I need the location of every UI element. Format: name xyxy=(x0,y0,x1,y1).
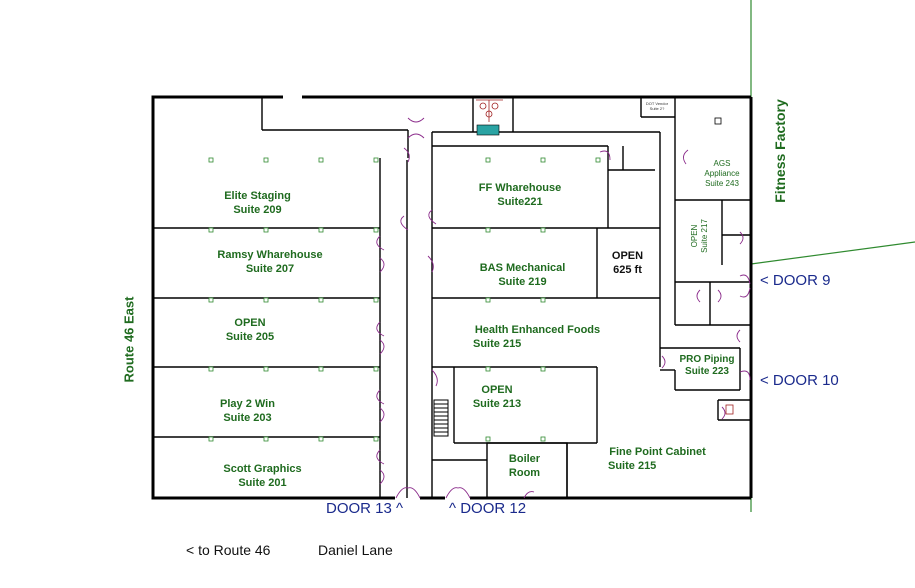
ceiling-marker xyxy=(263,436,269,442)
ceiling-marker xyxy=(263,366,269,372)
suite-label-dot-vendor: DOT Vendor Suite 2? xyxy=(640,101,674,111)
suite-number: Room xyxy=(508,467,541,479)
tenant-name: FF Wharehouse xyxy=(478,182,562,194)
ceiling-marker xyxy=(208,157,214,163)
ceiling-marker xyxy=(318,366,324,372)
tenant-name: PRO Piping xyxy=(679,354,735,365)
suite-number: 625 ft xyxy=(613,264,642,276)
ceiling-marker xyxy=(263,227,269,233)
suite-number: Suite 219 xyxy=(498,276,547,288)
suite-number: Suite 209 xyxy=(233,204,282,216)
tenant-name: BAS Mechanical xyxy=(479,262,566,274)
ceiling-marker xyxy=(485,436,491,442)
door-9-label: < DOOR 9 xyxy=(760,272,831,289)
suite-label-open-205: OPEN Suite 205 xyxy=(210,316,290,344)
ceiling-marker xyxy=(318,436,324,442)
ceiling-marker xyxy=(208,366,214,372)
door-10-label: < DOOR 10 xyxy=(760,372,839,389)
suite-number: Suite 215 xyxy=(473,338,522,350)
suite-label-pro-piping: PRO Piping Suite 223 xyxy=(672,354,742,378)
ceiling-marker xyxy=(318,157,324,163)
interior-walls xyxy=(153,97,751,499)
ceiling-marker xyxy=(318,297,324,303)
suite-label-ags-appliance: AGS Appliance Suite 243 xyxy=(694,159,750,189)
tenant-name: OPEN xyxy=(481,384,513,396)
ceiling-marker xyxy=(373,297,379,303)
ceiling-marker xyxy=(208,297,214,303)
door-13-label: DOOR 13 ^ xyxy=(326,500,404,517)
suite-label-elite-staging: Elite Staging Suite 209 xyxy=(210,189,305,217)
tenant-name: Health Enhanced Foods xyxy=(474,324,601,336)
restroom-fixtures xyxy=(476,99,734,415)
street-name-daniel-lane: Daniel Lane xyxy=(318,542,393,558)
ceiling-marker xyxy=(485,297,491,303)
tenant-name: OPEN xyxy=(690,224,699,248)
ceiling-markers xyxy=(208,157,601,442)
street-label-fitness-factory: Fitness Factory xyxy=(772,99,788,203)
ceiling-marker xyxy=(595,157,601,163)
property-line xyxy=(750,0,915,512)
suite-label-ff-wharehouse: FF Wharehouse Suite221 xyxy=(465,181,575,209)
ceiling-marker xyxy=(318,227,324,233)
tenant-name: Play 2 Win xyxy=(220,398,275,410)
tenant-name: AGS xyxy=(713,159,731,168)
suite-number: Suite 2? xyxy=(649,106,665,111)
ceiling-marker xyxy=(540,436,546,442)
ceiling-marker xyxy=(485,227,491,233)
suite-label-open-625: OPEN 625 ft xyxy=(600,249,655,277)
tenant-name: Elite Staging xyxy=(224,190,291,202)
tenant-name: Ramsy Wharehouse xyxy=(217,249,323,261)
suite-label-scott-graphics: Scott Graphics Suite 201 xyxy=(210,462,315,490)
suite-label-ramsy-wharehouse: Ramsy Wharehouse Suite 207 xyxy=(205,248,335,276)
ceiling-marker xyxy=(208,227,214,233)
stairs xyxy=(433,399,449,437)
tenant-name-2: Appliance xyxy=(704,169,740,178)
suite-number: Suite 223 xyxy=(685,366,729,377)
ceiling-marker xyxy=(485,366,491,372)
suite-number: Suite 207 xyxy=(245,263,295,275)
ceiling-marker xyxy=(208,436,214,442)
suite-label-play-2-win: Play 2 Win Suite 203 xyxy=(205,397,290,425)
door-swings xyxy=(376,117,751,499)
tenant-name: OPEN xyxy=(234,317,266,329)
suite-number: Suite 215 xyxy=(608,460,657,472)
ceiling-marker xyxy=(373,366,379,372)
suite-label-health-enhanced-foods: Health Enhanced Foods Suite 215 xyxy=(465,323,610,351)
suite-label-bas-mechanical: BAS Mechanical Suite 219 xyxy=(470,261,575,289)
ceiling-marker xyxy=(263,157,269,163)
ceiling-marker xyxy=(373,157,379,163)
suite-label-open-217: OPEN Suite 217 xyxy=(690,214,710,258)
ceiling-marker xyxy=(540,227,546,233)
ceiling-marker xyxy=(373,227,379,233)
suite-label-boiler-room: Boiler Room xyxy=(497,452,552,480)
ceiling-marker xyxy=(540,366,546,372)
suite-number: Suite221 xyxy=(497,196,543,208)
suite-label-fine-point-cabinet: Fine Point Cabinet Suite 215 xyxy=(600,445,715,473)
suite-number: Suite 243 xyxy=(705,179,739,188)
suite-number: Suite 201 xyxy=(238,477,287,489)
tenant-name: DOT Vendor xyxy=(645,101,669,106)
ceiling-marker xyxy=(540,157,546,163)
ceiling-marker xyxy=(540,297,546,303)
street-label-route-46-east: Route 46 East xyxy=(121,296,137,383)
suite-label-open-213: OPEN Suite 213 xyxy=(462,383,532,411)
tenant-name: OPEN xyxy=(611,250,644,262)
door-12-label: ^ DOOR 12 xyxy=(449,500,527,517)
tenant-name: Boiler xyxy=(508,453,541,465)
tenant-name: Fine Point Cabinet xyxy=(609,446,706,458)
direction-to-route-46: < to Route 46 xyxy=(186,542,271,558)
ceiling-marker xyxy=(485,157,491,163)
tenant-name: Scott Graphics xyxy=(223,463,302,475)
suite-number: Suite 217 xyxy=(700,219,709,253)
suite-number: Suite 205 xyxy=(225,331,275,343)
ceiling-marker xyxy=(263,297,269,303)
suite-number: Suite 203 xyxy=(223,412,272,424)
suite-number: Suite 213 xyxy=(472,398,522,410)
ceiling-marker xyxy=(373,436,379,442)
